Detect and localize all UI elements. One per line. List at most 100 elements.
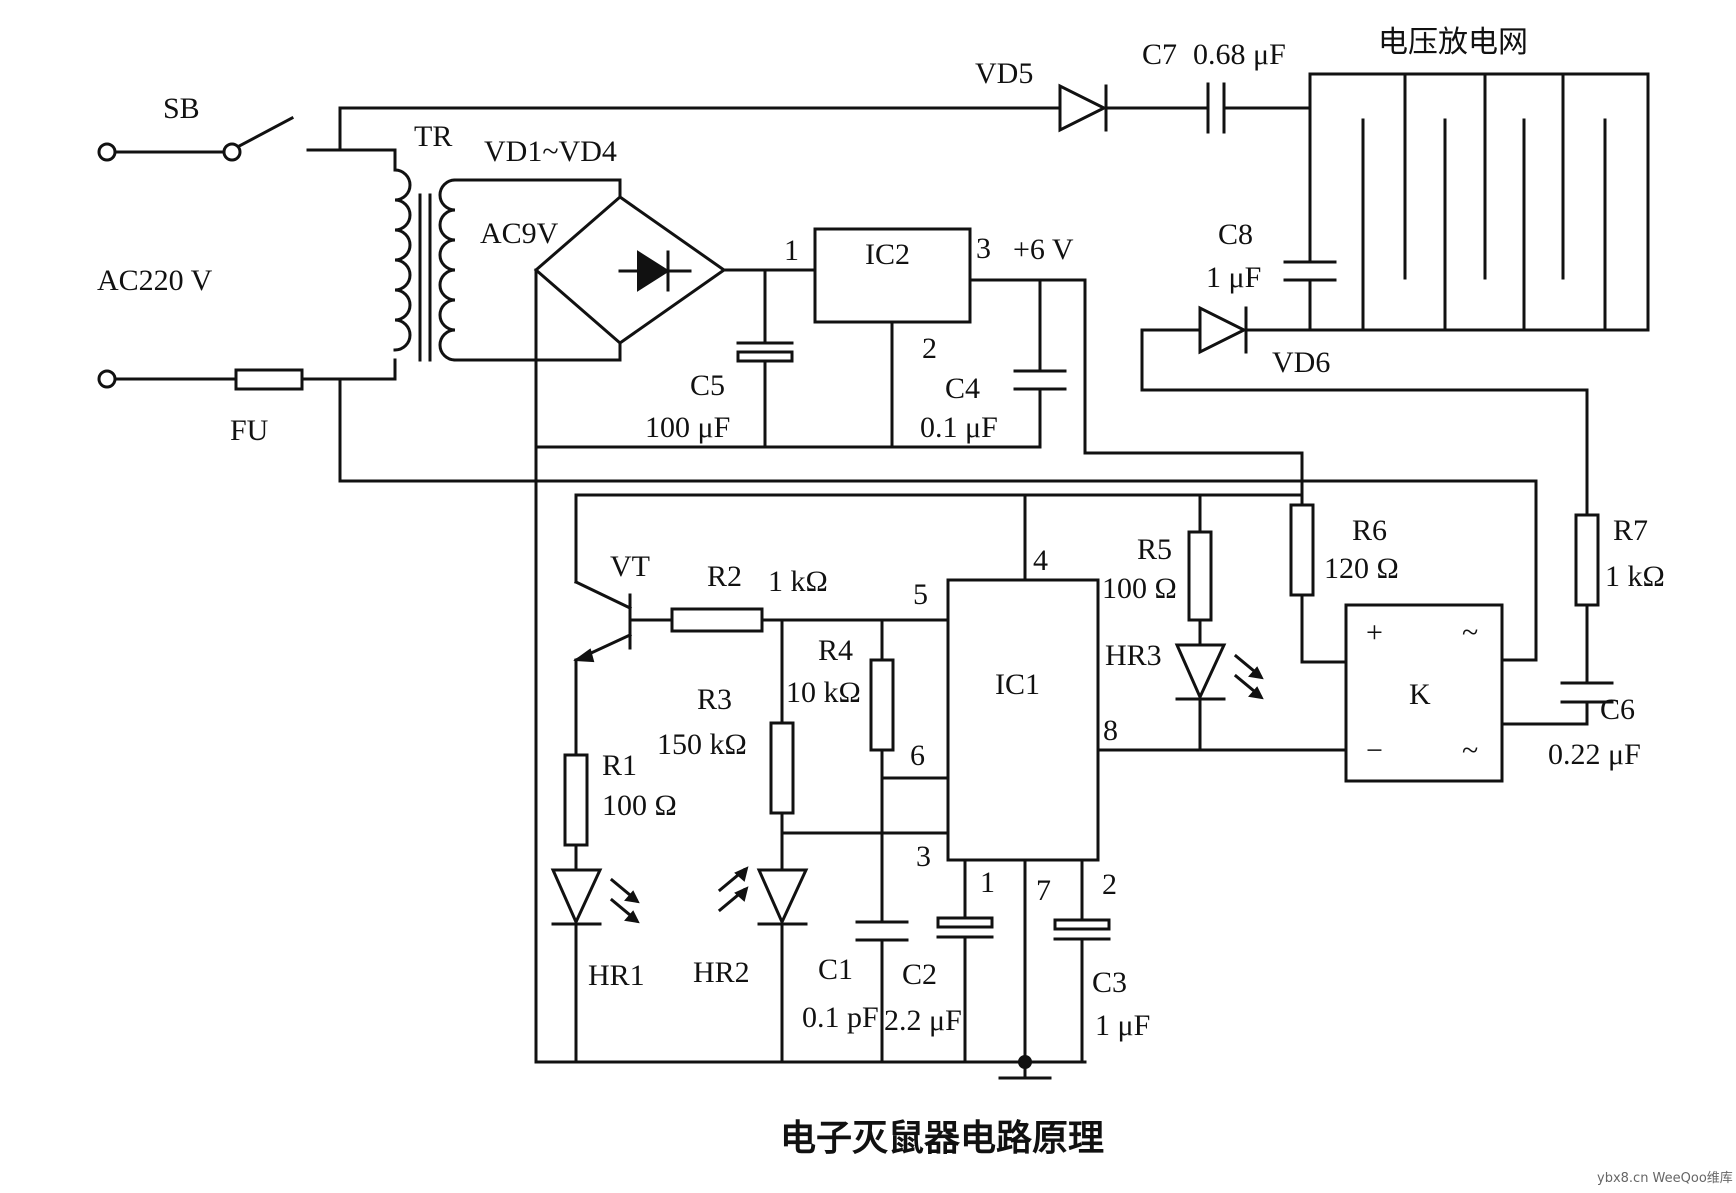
- label-tr: TR: [414, 120, 452, 153]
- capacitor-c7: [1206, 82, 1226, 134]
- label-r7: R7: [1613, 514, 1648, 547]
- resistor-r7: [1574, 513, 1600, 607]
- label-c3: C3: [1092, 966, 1127, 999]
- led-hr3: [1174, 643, 1264, 701]
- bridge-rectifier: [533, 195, 727, 345]
- pin-ic1-4: 4: [1033, 544, 1048, 577]
- label-r1: R1: [602, 749, 637, 782]
- label-c5-value: 100 μF: [645, 411, 730, 444]
- label-k: K: [1409, 678, 1431, 711]
- relay-ac2: ~: [1462, 734, 1478, 767]
- pin-ic1-1: 1: [980, 866, 995, 899]
- watermark: ybx8.cn WeeQoo维库: [1597, 1170, 1733, 1186]
- pin-ic2-2: 2: [922, 332, 937, 365]
- capacitor-c8: [1283, 260, 1337, 282]
- ic2-block: [813, 227, 972, 324]
- transformer-tr: [393, 168, 457, 362]
- label-c1: C1: [818, 953, 853, 986]
- resistor-r1: [563, 753, 589, 847]
- ic1-block: [946, 578, 1100, 862]
- label-sb: SB: [163, 92, 200, 125]
- pin-ic1-6: 6: [910, 739, 925, 772]
- capacitor-c1: [855, 920, 909, 942]
- capacitor-c2: [936, 916, 994, 939]
- label-ic2: IC2: [865, 238, 910, 271]
- label-r5-value: 100 Ω: [1102, 572, 1177, 605]
- pin-ic1-3: 3: [916, 840, 931, 873]
- label-c4-value: 0.1 μF: [920, 411, 998, 444]
- label-r6-value: 120 Ω: [1324, 552, 1399, 585]
- label-r6: R6: [1352, 514, 1387, 547]
- label-hr1: HR1: [588, 959, 645, 992]
- pin-labels: 1 2 3 4 5 6 3 1 7 2 8: [784, 232, 1118, 907]
- label-vd1-vd4: VD1~VD4: [484, 135, 617, 168]
- pin-ic2-3: 3: [976, 232, 991, 265]
- resistor-r2: [670, 607, 764, 633]
- led-hr1: [550, 868, 640, 926]
- relay-plus: +: [1366, 616, 1383, 649]
- discharge-grid: [1308, 72, 1650, 332]
- diagram-caption: 电子灭鼠器电路原理: [780, 1118, 1104, 1159]
- label-r2: R2: [707, 560, 742, 593]
- label-c2-value: 2.2 μF: [884, 1004, 962, 1037]
- label-fu: FU: [230, 414, 269, 447]
- capacitor-c4: [1013, 369, 1067, 391]
- terminal-l: [97, 369, 117, 389]
- label-c7-value: 0.68 μF: [1193, 38, 1286, 71]
- relay-k: [1344, 603, 1504, 783]
- label-ac9v: AC9V: [480, 217, 559, 250]
- relay-minus: −: [1366, 734, 1383, 767]
- label-ac220: AC220 V: [97, 264, 213, 297]
- pin-ic1-8: 8: [1103, 714, 1118, 747]
- label-c8: C8: [1218, 218, 1253, 251]
- label-r3: R3: [697, 683, 732, 716]
- label-plus6v: +6 V: [1013, 233, 1074, 266]
- label-c6: C6: [1600, 693, 1635, 726]
- diode-vd6: [1198, 305, 1248, 355]
- pin-ic2-1: 1: [784, 234, 799, 267]
- label-r7-value: 1 kΩ: [1605, 560, 1665, 593]
- resistor-r5: [1187, 530, 1213, 622]
- label-r4: R4: [818, 634, 853, 667]
- label-hr2: HR2: [693, 956, 750, 989]
- label-vd6: VD6: [1272, 346, 1330, 379]
- capacitor-c5: [736, 341, 794, 363]
- label-c8-value: 1 μF: [1206, 261, 1261, 294]
- label-r5: R5: [1137, 533, 1172, 566]
- label-c5: C5: [690, 369, 725, 402]
- label-r3-value: 150 kΩ: [657, 728, 747, 761]
- relay-ac1: ~: [1462, 616, 1478, 649]
- switch-sb: [97, 142, 242, 162]
- label-hr3: HR3: [1105, 639, 1162, 672]
- label-c2: C2: [902, 958, 937, 991]
- pin-ic1-2: 2: [1102, 868, 1117, 901]
- capacitor-c3: [1053, 918, 1111, 941]
- label-vt: VT: [610, 550, 650, 583]
- labels: SB TR AC220 V AC9V FU VD1~VD4 VD5 VD6 C7…: [97, 26, 1665, 1042]
- label-c1-value: 0.1 pF: [802, 1001, 879, 1034]
- label-c6-value: 0.22 μF: [1548, 738, 1641, 771]
- capacitor-c6: [1560, 681, 1614, 704]
- fuse-fu: [234, 368, 304, 391]
- relay-marks: + − ~ ~: [1366, 616, 1478, 767]
- label-r2-value: 1 kΩ: [768, 565, 828, 598]
- label-r1-value: 100 Ω: [602, 789, 677, 822]
- label-grid: 电压放电网: [1378, 26, 1528, 59]
- photodiode-hr2: [717, 866, 809, 926]
- label-c7: C7: [1142, 38, 1177, 71]
- resistor-r4: [869, 658, 895, 752]
- resistor-r6: [1289, 503, 1315, 597]
- pin-ic1-7: 7: [1036, 874, 1051, 907]
- transistor-vt: [573, 579, 633, 663]
- label-ic1: IC1: [995, 668, 1040, 701]
- diode-vd5: [1058, 83, 1108, 133]
- label-c3-value: 1 μF: [1095, 1009, 1150, 1042]
- wires: [113, 106, 1650, 1080]
- label-c4: C4: [945, 372, 980, 405]
- label-r4-value: 10 kΩ: [786, 676, 861, 709]
- resistor-r3: [769, 721, 795, 815]
- junction-dot: [1018, 1055, 1032, 1069]
- label-vd5: VD5: [975, 57, 1033, 90]
- pin-ic1-5: 5: [913, 578, 928, 611]
